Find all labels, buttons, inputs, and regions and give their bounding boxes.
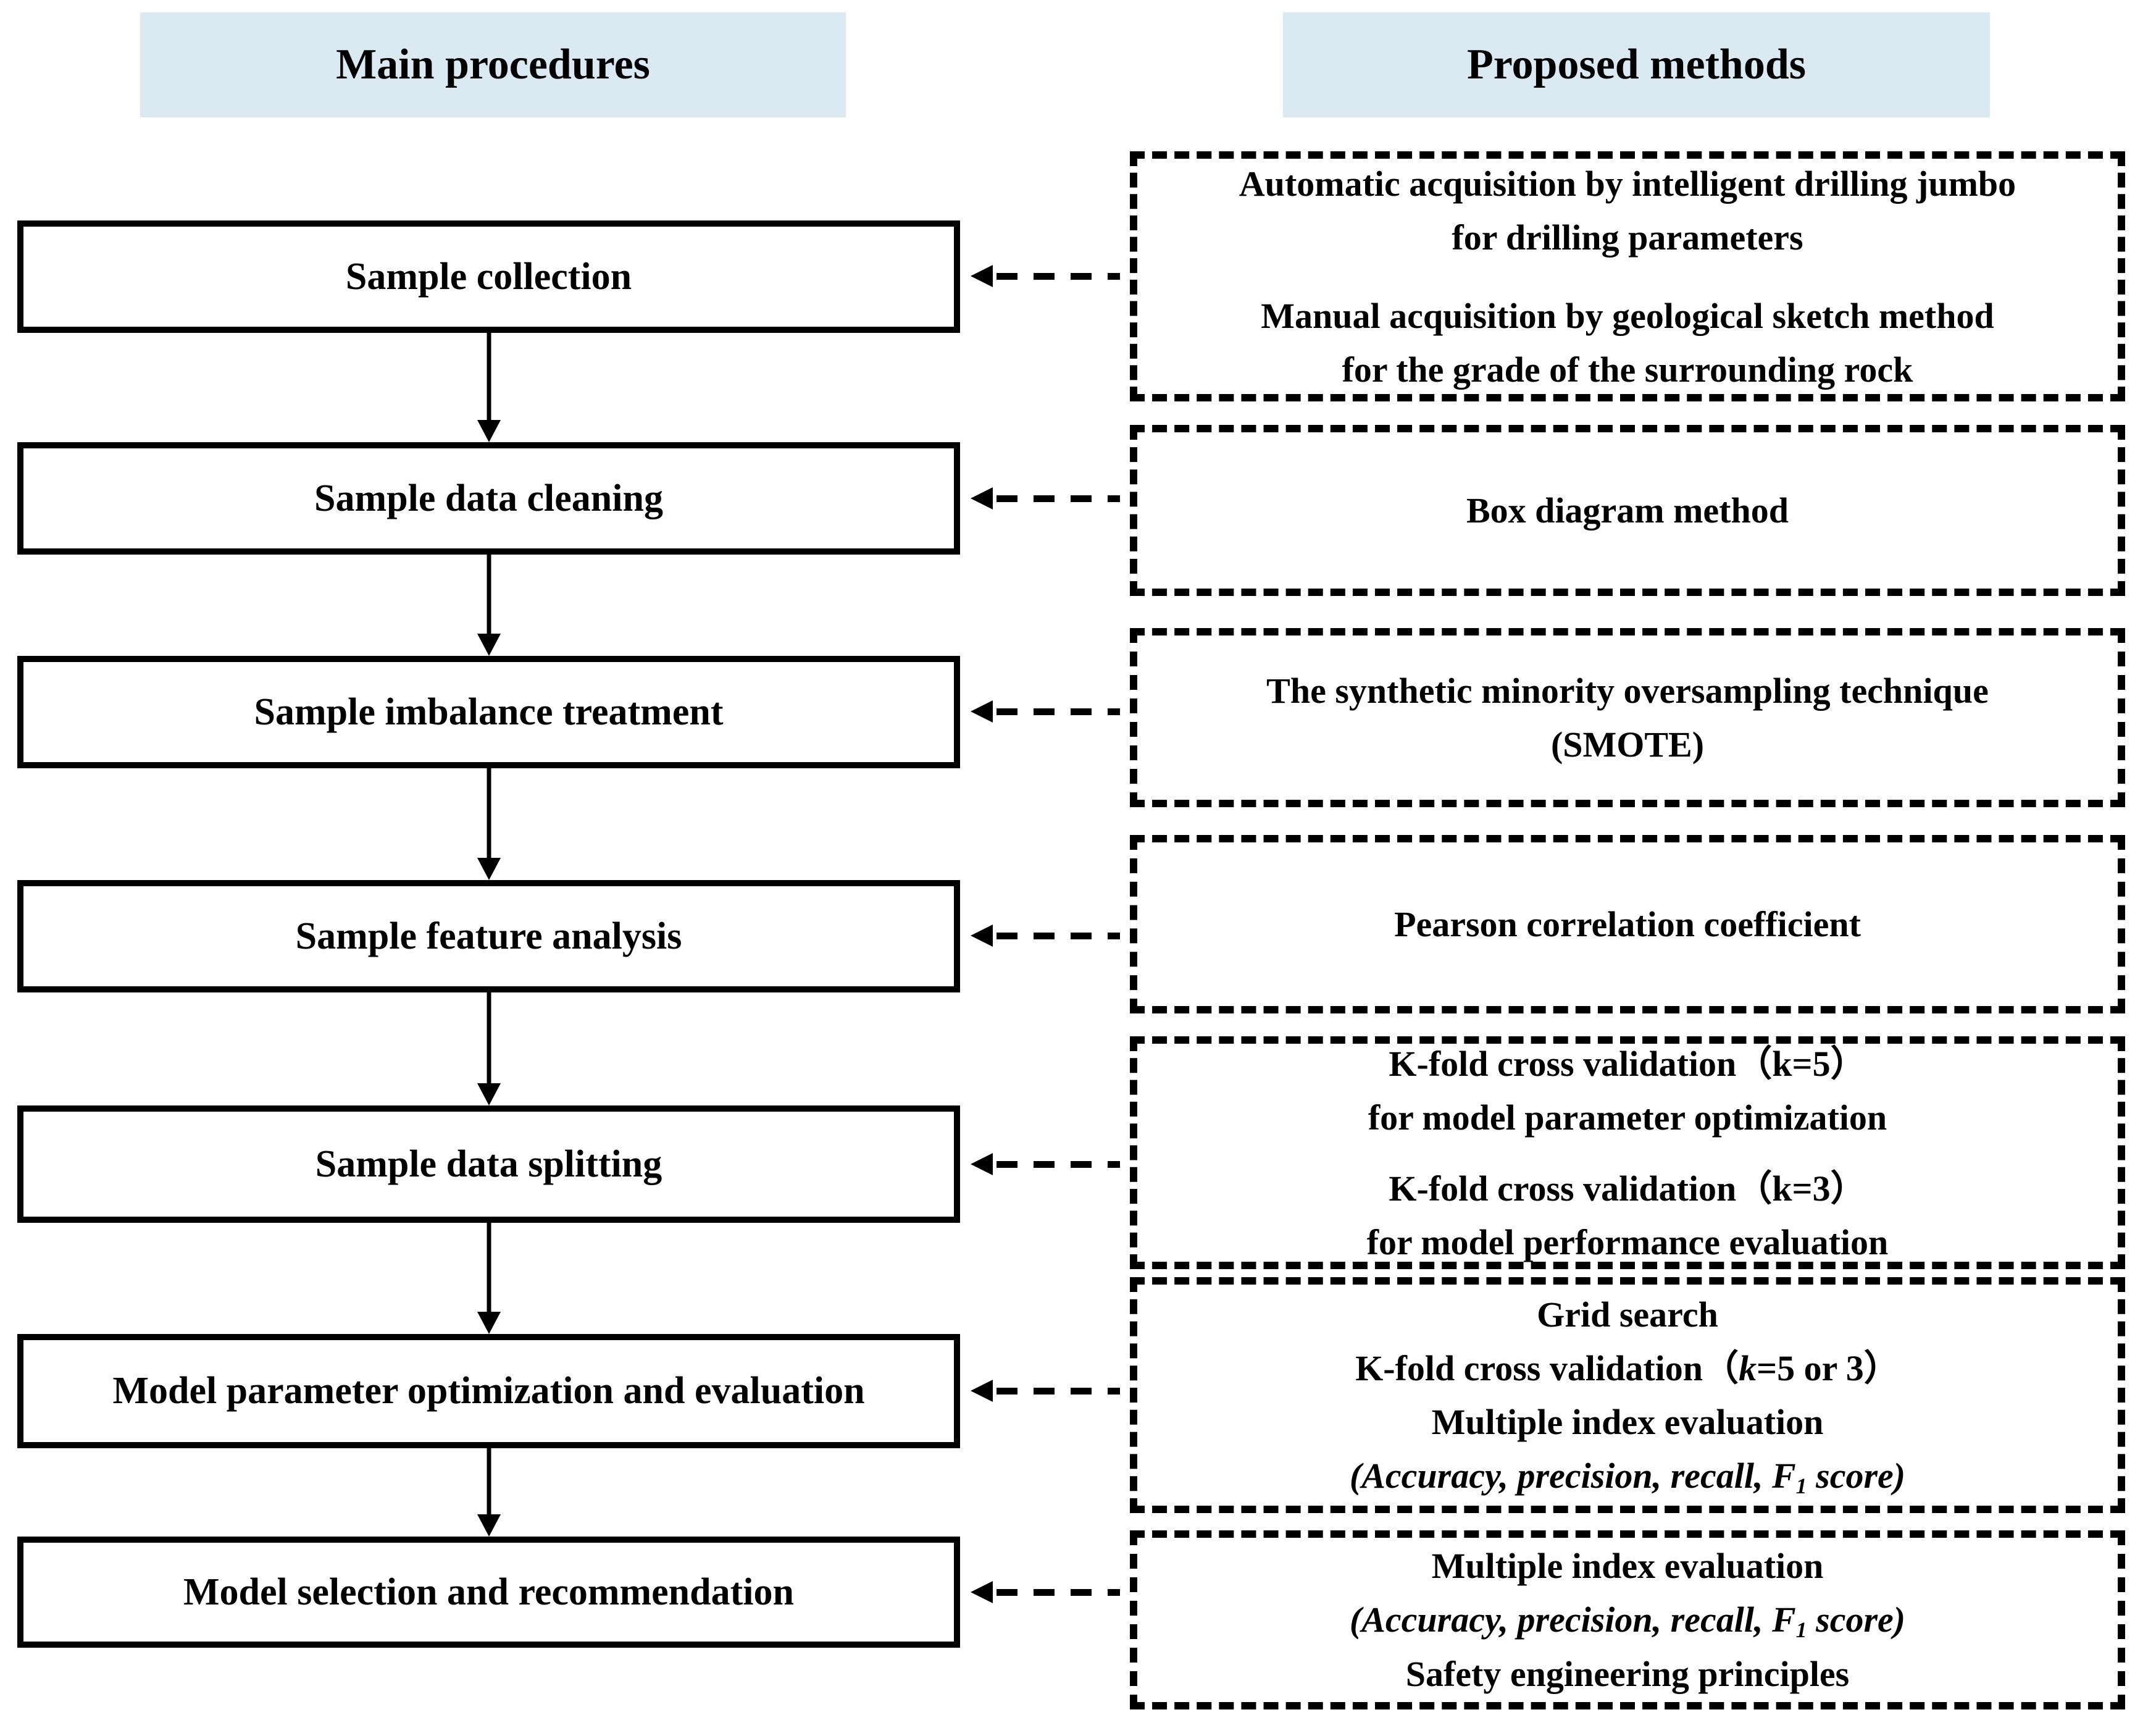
f1-subscript: 1 <box>1795 1473 1807 1498</box>
left-arrowhead-icon <box>971 700 993 723</box>
method-line-segment: K-fold cross validation（ <box>1355 1348 1739 1388</box>
method-line: for drilling parameters <box>1452 217 1803 258</box>
method-box-data-cleaning: Box diagram method <box>1130 425 2125 596</box>
down-arrowhead-icon <box>477 634 501 656</box>
procedure-box-model-selection: Model selection and recommendation <box>17 1537 960 1648</box>
header-proposed-methods: Proposed methods <box>1283 12 1990 117</box>
left-arrowhead-icon <box>971 1380 993 1402</box>
procedure-label: Sample data cleaning <box>314 477 663 519</box>
down-arrowhead-icon <box>477 1514 501 1537</box>
down-arrowhead-icon <box>477 858 501 880</box>
header-proposed-methods-label: Proposed methods <box>1466 41 1807 88</box>
method-box-imbalance-treatment: The synthetic minority oversampling tech… <box>1130 628 2125 807</box>
method-box-feature-analysis: Pearson correlation coefficient <box>1130 835 2125 1013</box>
metrics-italic-text: (Accuracy, precision, recall, F <box>1349 1455 1796 1496</box>
down-arrow-6 <box>477 1448 501 1537</box>
method-line: for model parameter optimization <box>1368 1097 1887 1138</box>
left-arrowhead-icon <box>971 1153 993 1175</box>
down-arrowhead-icon <box>477 1083 501 1105</box>
procedure-label: Sample collection <box>345 255 632 298</box>
procedure-label: Sample data splitting <box>315 1143 662 1185</box>
procedure-box-sample-feature-analysis: Sample feature analysis <box>17 880 960 992</box>
down-arrow-line <box>487 992 491 1086</box>
procedure-box-sample-data-cleaning: Sample data cleaning <box>17 442 960 555</box>
method-line: K-fold cross validation（k=5 or 3） <box>1355 1341 1900 1395</box>
method-line: Automatic acquisition by intelligent dri… <box>1239 163 2016 204</box>
procedure-box-sample-data-splitting: Sample data splitting <box>17 1105 960 1223</box>
method-line: (Accuracy, precision, recall, F1 score) <box>1350 1449 1905 1503</box>
procedure-label: Model selection and recommendation <box>183 1571 795 1613</box>
down-arrow-1 <box>477 333 501 442</box>
method-line: Multiple index evaluation <box>1431 1546 1824 1587</box>
header-main-procedures: Main procedures <box>140 12 846 117</box>
down-arrowhead-icon <box>477 1312 501 1334</box>
down-arrow-line <box>487 555 491 636</box>
metrics-italic-text: (Accuracy, precision, recall, F <box>1349 1600 1796 1640</box>
method-box-sample-collection: Automatic acquisition by intelligent dri… <box>1130 151 2125 401</box>
method-line: Grid search <box>1537 1294 1718 1335</box>
dashed-arrow-1 <box>971 265 1120 287</box>
method-paragraph: Automatic acquisition by intelligent dri… <box>1239 157 2016 264</box>
procedure-label: Sample feature analysis <box>295 915 682 957</box>
method-line-segment: =5 or 3） <box>1757 1348 1900 1388</box>
method-paragraph: K-fold cross validation（k=3） for model p… <box>1367 1162 1889 1269</box>
method-line: Multiple index evaluation <box>1431 1401 1824 1442</box>
method-line: (SMOTE) <box>1550 724 1705 765</box>
method-line: Box diagram method <box>1466 490 1789 531</box>
metrics-italic-text: score) <box>1807 1600 1906 1640</box>
method-line: for the grade of the surrounding rock <box>1342 349 1913 390</box>
italic-k: k <box>1739 1348 1757 1388</box>
down-arrow-4 <box>477 992 501 1105</box>
dashed-arrow-2 <box>971 487 1120 510</box>
left-arrowhead-icon <box>971 487 993 510</box>
dashed-arrow-line <box>997 1588 1120 1596</box>
method-line: (Accuracy, precision, recall, F1 score) <box>1350 1593 1905 1647</box>
down-arrow-5 <box>477 1223 501 1334</box>
down-arrow-line <box>487 1448 491 1517</box>
method-line: K-fold cross validation（k=3） <box>1389 1168 1866 1209</box>
down-arrow-2 <box>477 555 501 656</box>
metrics-italic-text: score) <box>1807 1455 1906 1496</box>
left-arrowhead-icon <box>971 925 993 947</box>
down-arrow-line <box>487 768 491 860</box>
f1-subscript: 1 <box>1795 1617 1807 1643</box>
dashed-arrow-4 <box>971 925 1120 947</box>
left-arrowhead-icon <box>971 1581 993 1603</box>
down-arrow-line <box>487 1223 491 1314</box>
method-box-data-splitting: K-fold cross validation（k=5） for model p… <box>1130 1036 2125 1269</box>
method-line: Manual acquisition by geological sketch … <box>1261 295 1994 336</box>
dashed-arrow-line <box>997 1160 1120 1168</box>
method-line: for model performance evaluation <box>1366 1222 1889 1262</box>
procedure-box-sample-collection: Sample collection <box>17 220 960 333</box>
procedure-box-model-parameter-optimization: Model parameter optimization and evaluat… <box>17 1334 960 1448</box>
dashed-arrow-6 <box>971 1380 1120 1402</box>
method-line: K-fold cross validation（k=5） <box>1389 1043 1866 1084</box>
method-box-model-selection: Multiple index evaluation (Accuracy, pre… <box>1130 1530 2125 1709</box>
down-arrow-line <box>487 333 491 422</box>
dashed-arrow-5 <box>971 1153 1120 1175</box>
method-paragraph: Manual acquisition by geological sketch … <box>1261 289 1994 396</box>
method-line: Safety engineering principles <box>1405 1653 1850 1694</box>
dashed-arrow-line <box>997 932 1120 939</box>
dashed-arrow-line <box>997 708 1120 715</box>
procedure-box-sample-imbalance-treatment: Sample imbalance treatment <box>17 656 960 768</box>
dashed-arrow-line <box>997 495 1120 502</box>
procedure-label: Sample imbalance treatment <box>254 690 724 733</box>
method-line: The synthetic minority oversampling tech… <box>1266 671 1989 711</box>
procedure-label: Model parameter optimization and evaluat… <box>112 1370 865 1412</box>
method-box-parameter-optimization: Grid search K-fold cross validation（k=5 … <box>1130 1277 2125 1513</box>
header-main-procedures-label: Main procedures <box>336 41 650 88</box>
dashed-arrow-line <box>997 272 1120 280</box>
down-arrow-3 <box>477 768 501 880</box>
left-arrowhead-icon <box>971 265 993 287</box>
method-paragraph: K-fold cross validation（k=5） for model p… <box>1368 1037 1887 1144</box>
down-arrowhead-icon <box>477 420 501 442</box>
method-line: Pearson correlation coefficient <box>1394 904 1861 944</box>
dashed-arrow-7 <box>971 1581 1120 1603</box>
dashed-arrow-line <box>997 1387 1120 1395</box>
dashed-arrow-3 <box>971 700 1120 723</box>
